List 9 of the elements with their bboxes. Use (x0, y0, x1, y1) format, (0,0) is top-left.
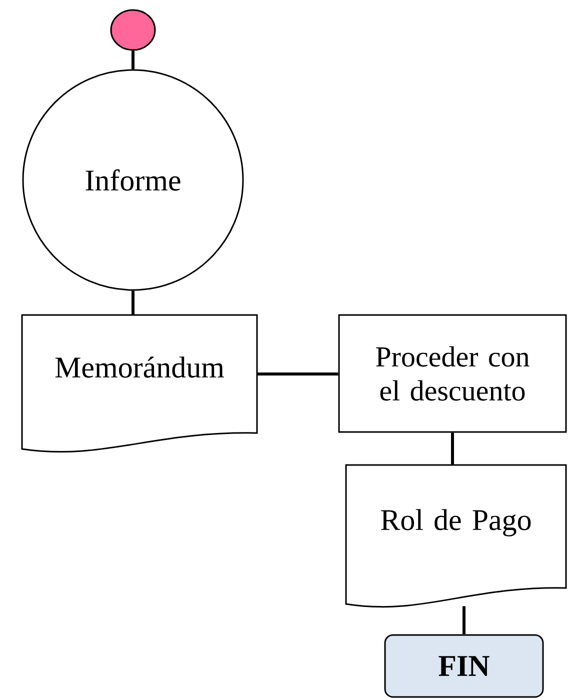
end-terminal: FIN (384, 634, 544, 698)
connector-line (462, 606, 466, 634)
start-circle (110, 9, 156, 51)
connector-line (451, 432, 454, 465)
connector-line (257, 372, 338, 376)
connector-line (132, 50, 134, 70)
circle-node: Informe (22, 69, 244, 291)
connector-line (132, 290, 134, 315)
process-box: Proceder con el descuento (338, 314, 567, 433)
